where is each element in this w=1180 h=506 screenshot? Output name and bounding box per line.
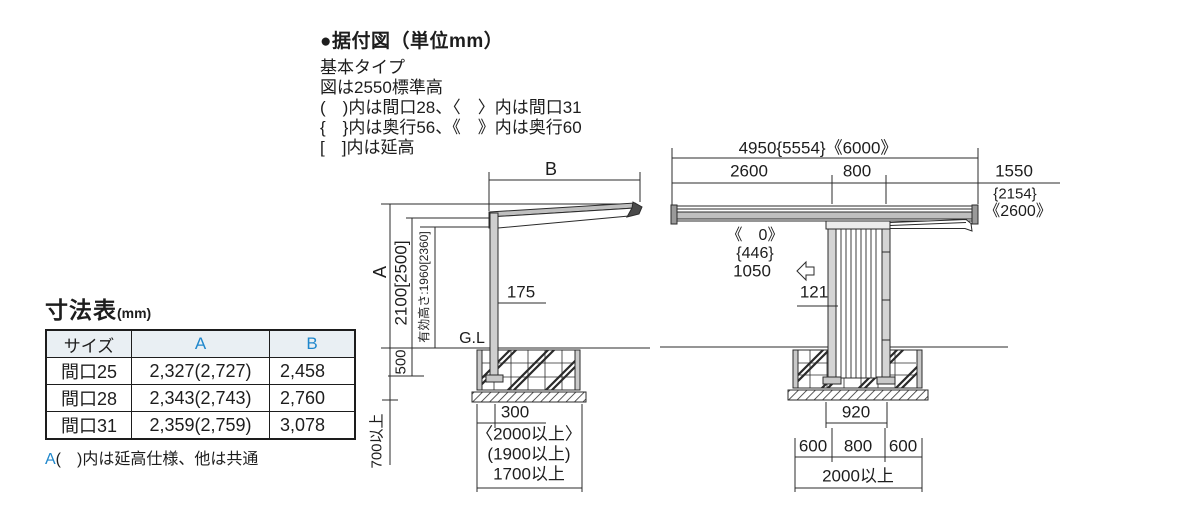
dim-label-footing-seg-right: 600 (888, 436, 918, 456)
dim-label-footing-w25: 1700以上 (493, 464, 565, 484)
legend-line: ( )内は間口28、〈 〉内は間口31 (320, 98, 582, 117)
dim-label-front-section: 2600 (730, 161, 768, 181)
dim-label-roof-offset-d56: {446} (736, 245, 774, 262)
dim-label-width-b: B (544, 159, 558, 179)
dimension-table: サイズ A B 間口25 2,327(2,727) 2,458 間口28 2,3… (45, 329, 356, 440)
table-note-prefix: A (45, 451, 56, 468)
ground-level-label: G.L (459, 330, 485, 347)
header-b: B (269, 329, 356, 358)
dim-label-footing-seg-left: 600 (798, 436, 828, 456)
table-row: 間口31 2,359(2,759) 3,078 (45, 411, 356, 440)
legend-line: { }内は奥行56、《 》内は奥行60 (320, 118, 582, 137)
dim-label-embed-depth: 500 (392, 349, 410, 375)
side-view-drawing (381, 172, 650, 492)
table-row: 間口28 2,343(2,743) 2,760 (45, 384, 356, 412)
dim-label-overall-depth: 4950{5554}《6000》 (738, 138, 898, 158)
table-title-text: 寸法表 (45, 297, 117, 323)
cell-b: 2,458 (269, 357, 356, 385)
dim-label-footing-width: 2000以上 (822, 466, 894, 486)
cell-b: 2,760 (269, 384, 356, 412)
legend-line: 基本タイプ (320, 58, 405, 77)
dim-label-post-section: 800 (842, 161, 872, 181)
dim-label-foundation-depth: 700以上 (368, 413, 386, 469)
dim-label-post-width: 121 (799, 282, 829, 302)
cell-b: 3,078 (269, 411, 356, 440)
legend-notes: 基本タイプ 図は2550標準高 ( )内は間口28、〈 〉内は間口31 { }内… (320, 58, 582, 158)
dim-label-post-size: 175 (506, 282, 536, 302)
direction-arrow-icon (796, 260, 815, 282)
table-title-unit: (mm) (117, 305, 152, 321)
dim-label-footing-w31: 〈2000以上〉 (476, 424, 582, 444)
cell-a: 2,327(2,727) (131, 357, 270, 385)
cell-a: 2,343(2,743) (131, 384, 270, 412)
front-view-drawing (660, 148, 1060, 492)
dim-label-rear-section: 1550 (995, 161, 1033, 181)
dim-label-height-a: A (370, 265, 390, 279)
page-title: ●据付図（単位mm） (320, 31, 504, 52)
cell-a: 2,359(2,759) (131, 411, 270, 440)
dim-label-roof-offset-d60: 《 0》 (726, 227, 784, 244)
header-size: サイズ (45, 329, 132, 358)
legend-line: [ ]内は延高 (320, 138, 415, 157)
table-note: A( )内は延高仕様、他は共通 (45, 445, 356, 469)
dim-label-rear-section-d56: {2154} (993, 185, 1037, 203)
table-note-body: ( )内は延高仕様、他は共通 (55, 451, 259, 468)
dim-label-effective-height: 有効高さ:1960[2360] (417, 231, 431, 343)
table-title: 寸法表(mm) (45, 291, 356, 325)
dim-label-roof-offset-d50: 1050 (733, 261, 771, 281)
dim-label-anchor-width: 920 (841, 402, 871, 422)
dim-label-standard-height: 2100[2500] (391, 240, 411, 326)
dim-label-post-offset: 300 (500, 402, 530, 422)
dimension-table-section: 寸法表(mm) サイズ A B 間口25 2,327(2,727) 2,458 … (45, 291, 356, 469)
table-row: 間口25 2,327(2,727) 2,458 (45, 357, 356, 385)
legend-line: 図は2550標準高 (320, 78, 443, 97)
dim-label-footing-seg-center: 800 (843, 436, 873, 456)
dim-label-rear-section-d60: 《2600》 (984, 203, 1052, 220)
dim-label-footing-w28: (1900以上) (487, 444, 571, 464)
table-header-row: サイズ A B (45, 329, 356, 358)
cell-size: 間口28 (45, 384, 132, 412)
cell-size: 間口31 (45, 411, 132, 440)
